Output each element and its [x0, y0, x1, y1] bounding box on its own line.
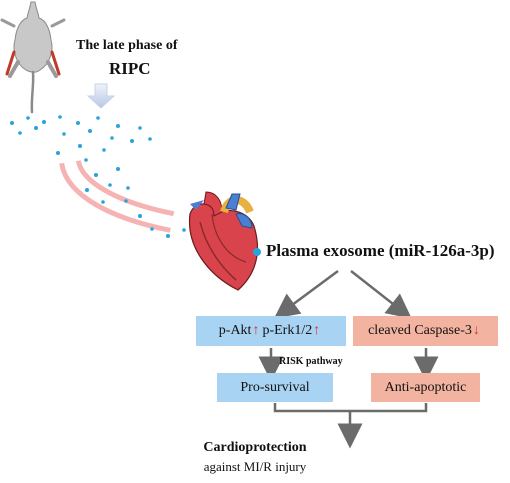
- anti-apoptotic-label: Anti-apoptotic: [384, 379, 467, 395]
- caspase-down-arrow-icon: ↓: [472, 323, 480, 338]
- exosome-label: Plasma exosome (miR-126a-3p): [266, 241, 495, 260]
- caspase-box: cleaved Caspase-3 ↓: [353, 316, 498, 346]
- erk-label: p-Erk1/2: [262, 323, 313, 338]
- risk-pathway-label: RISK pathway: [279, 356, 343, 367]
- akt-label: p-Akt: [218, 323, 252, 338]
- title-line-1: The late phase of: [76, 38, 178, 53]
- down-arrow-icon: [86, 83, 116, 109]
- erk-up-arrow-icon: ↑: [313, 323, 321, 338]
- akt-up-arrow-icon: ↑: [252, 323, 260, 338]
- blood-vessel-icon: [59, 159, 175, 233]
- cardioprotection-title: Cardioprotection: [203, 440, 307, 455]
- pro-survival-box: Pro-survival: [217, 373, 333, 402]
- mouse-icon: [0, 1, 66, 114]
- cardioprotection-subtitle: against MI/R injury: [203, 459, 307, 474]
- flow-arrows: [258, 269, 439, 449]
- exosome-particles: [10, 115, 186, 238]
- pro-survival-label: Pro-survival: [240, 379, 310, 395]
- akt-erk-box: p-Akt ↑ p-Erk1/2 ↑: [196, 316, 346, 346]
- anti-apoptotic-box: Anti-apoptotic: [371, 373, 480, 402]
- heart-icon: [188, 191, 259, 291]
- exosome-bullet-dot: [253, 248, 261, 256]
- title-line-2: RIPC: [109, 59, 151, 78]
- caspase-label: cleaved Caspase-3: [368, 323, 472, 338]
